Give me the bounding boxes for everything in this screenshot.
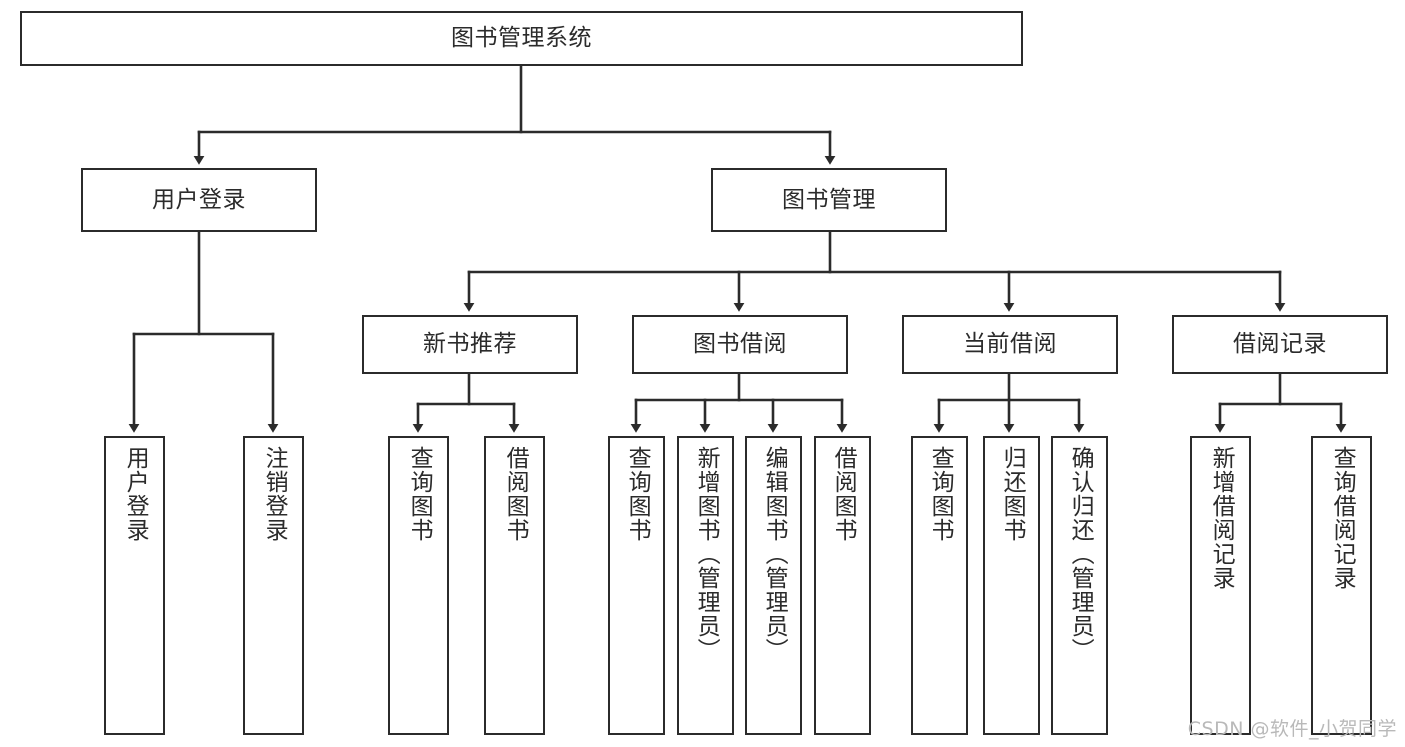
node-leaf-11[interactable]: 新增借阅记录 bbox=[1190, 436, 1251, 735]
node-leaf-label: 注销登录 bbox=[261, 446, 288, 542]
node-leaf-3[interactable]: 借阅图书 bbox=[484, 436, 545, 735]
node-leaf-6[interactable]: 编辑图书（管理员） bbox=[745, 436, 802, 735]
node-leaf-2[interactable]: 查询图书 bbox=[388, 436, 449, 735]
node-leaf-label: 查询图书 bbox=[624, 446, 651, 542]
node-leaf-label: 查询借阅记录 bbox=[1329, 446, 1356, 590]
node-level2-1[interactable]: 图书借阅 bbox=[632, 315, 848, 374]
node-level2-2[interactable]: 当前借阅 bbox=[902, 315, 1118, 374]
node-level1-0[interactable]: 用户登录 bbox=[81, 168, 317, 232]
csdn-watermark: CSDN @软件_小贺同学 bbox=[1187, 718, 1397, 740]
node-leaf-9[interactable]: 归还图书 bbox=[983, 436, 1040, 735]
node-leaf-8[interactable]: 查询图书 bbox=[911, 436, 968, 735]
node-leaf-label: 确认归还（管理员） bbox=[1067, 446, 1094, 662]
node-leaf-label: 用户登录 bbox=[122, 446, 149, 542]
node-leaf-label: 编辑图书（管理员） bbox=[761, 446, 788, 662]
node-leaf-label: 查询图书 bbox=[406, 446, 433, 542]
node-level1-1[interactable]: 图书管理 bbox=[711, 168, 947, 232]
node-leaf-12[interactable]: 查询借阅记录 bbox=[1311, 436, 1372, 735]
node-leaf-5[interactable]: 新增图书（管理员） bbox=[677, 436, 734, 735]
node-root[interactable]: 图书管理系统 bbox=[20, 11, 1023, 66]
node-leaf-label: 新增借阅记录 bbox=[1208, 446, 1235, 590]
node-leaf-label: 新增图书（管理员） bbox=[693, 446, 720, 662]
node-leaf-label: 借阅图书 bbox=[830, 446, 857, 542]
node-leaf-1[interactable]: 注销登录 bbox=[243, 436, 304, 735]
node-level2-0[interactable]: 新书推荐 bbox=[362, 315, 578, 374]
node-leaf-label: 查询图书 bbox=[927, 446, 954, 542]
node-leaf-4[interactable]: 查询图书 bbox=[608, 436, 665, 735]
node-leaf-7[interactable]: 借阅图书 bbox=[814, 436, 871, 735]
node-leaf-10[interactable]: 确认归还（管理员） bbox=[1051, 436, 1108, 735]
node-leaf-label: 归还图书 bbox=[999, 446, 1026, 542]
node-level2-3[interactable]: 借阅记录 bbox=[1172, 315, 1388, 374]
node-leaf-0[interactable]: 用户登录 bbox=[104, 436, 165, 735]
node-leaf-label: 借阅图书 bbox=[502, 446, 529, 542]
